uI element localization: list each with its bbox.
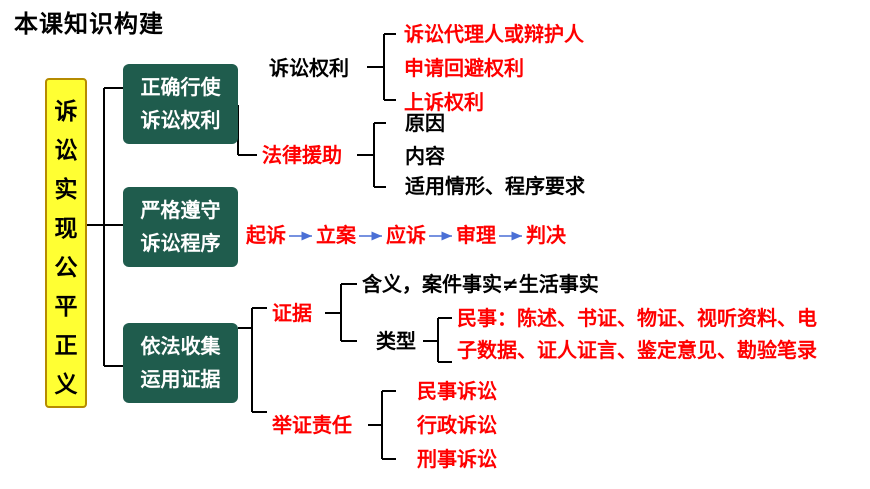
branch-box-line: 诉讼程序 bbox=[140, 231, 221, 255]
legal-aid-item: 内容 bbox=[405, 144, 445, 168]
page-title: 本课知识构建 bbox=[14, 10, 164, 38]
evidence-type-label: 类型 bbox=[376, 329, 416, 353]
root-char: 现 bbox=[54, 216, 78, 242]
branch-box-line: 依法收集 bbox=[140, 334, 221, 358]
flow-step: 判决 bbox=[526, 223, 566, 247]
branch-box-use-evidence: 依法收集 运用证据 bbox=[123, 323, 238, 403]
legal-aid-label: 法律援助 bbox=[262, 143, 342, 167]
burden-item: 刑事诉讼 bbox=[417, 447, 497, 471]
legal-aid-item: 适用情形、程序要求 bbox=[405, 174, 585, 198]
evidence-type-line: 子数据、证人证言、鉴定意见、勘验笔录 bbox=[457, 338, 817, 362]
burden-of-proof-label: 举证责任 bbox=[272, 413, 352, 437]
litigation-rights-label: 诉讼权利 bbox=[269, 56, 349, 80]
evidence-meaning: 含义，案件事实≠生活事实 bbox=[362, 272, 599, 296]
root-char: 诉 bbox=[54, 99, 78, 125]
branch-box-line: 正确行使 bbox=[140, 75, 221, 99]
flow-step: 立案 bbox=[316, 223, 356, 247]
evidence-type-line: 民事：陈述、书证、物证、视听资料、电 bbox=[457, 306, 817, 330]
branch-box-follow-procedure: 严格遵守 诉讼程序 bbox=[123, 187, 238, 267]
branch-box-line: 诉讼权利 bbox=[140, 108, 221, 132]
rights-item: 申请回避权利 bbox=[404, 56, 524, 80]
evidence-label: 证据 bbox=[272, 301, 312, 325]
branch-box-line: 严格遵守 bbox=[140, 198, 221, 222]
burden-item: 行政诉讼 bbox=[417, 413, 497, 437]
root-char: 义 bbox=[54, 372, 78, 398]
flow-step: 审理 bbox=[456, 223, 496, 247]
rights-item: 诉讼代理人或辩护人 bbox=[404, 22, 584, 46]
root-char: 实 bbox=[54, 177, 78, 203]
rights-item: 上诉权利 bbox=[404, 90, 484, 114]
root-char: 公 bbox=[54, 255, 78, 281]
branch-box-line: 运用证据 bbox=[140, 367, 221, 391]
root-char: 正 bbox=[54, 333, 78, 359]
legal-aid-item: 原因 bbox=[405, 111, 445, 135]
root-char: 讼 bbox=[54, 138, 78, 164]
root-topic-box: 诉 讼 实 现 公 平 正 义 bbox=[45, 78, 87, 408]
flow-step: 起诉 bbox=[246, 223, 286, 247]
branch-box-exercise-rights: 正确行使 诉讼权利 bbox=[123, 64, 238, 144]
root-char: 平 bbox=[54, 294, 78, 320]
flow-step: 应诉 bbox=[386, 223, 426, 247]
burden-item: 民事诉讼 bbox=[417, 379, 497, 403]
